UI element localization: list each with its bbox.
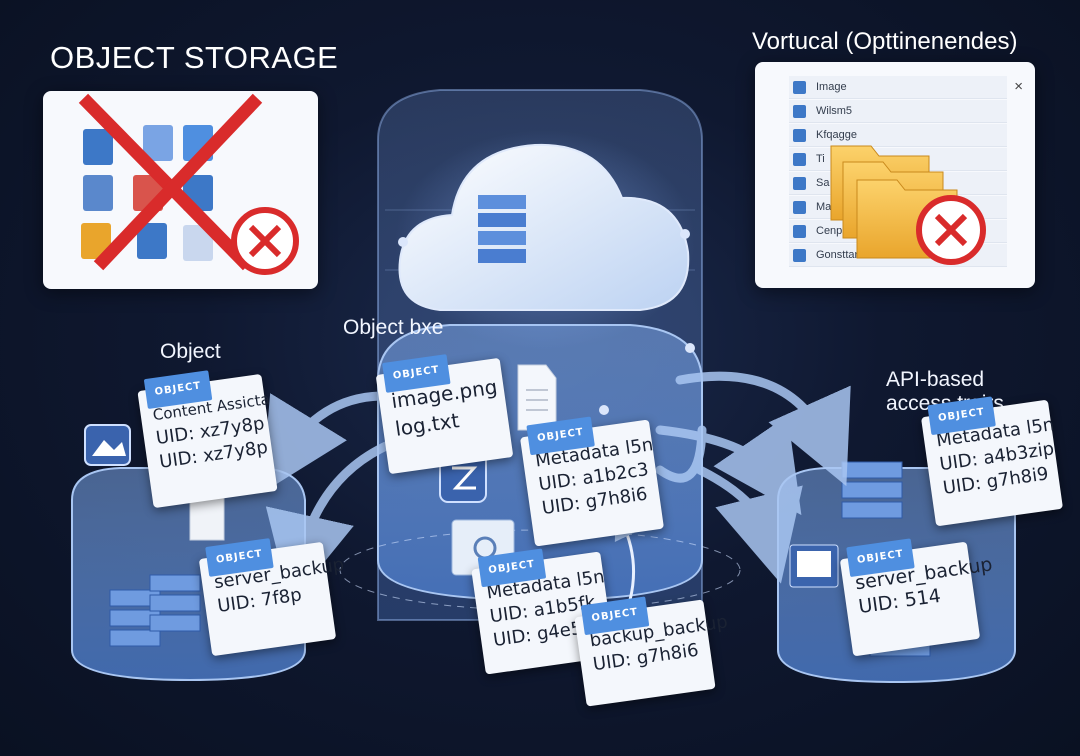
object-card-right-bottom[interactable]: OBJECT server_backup UID: 514 [839, 538, 994, 657]
file-icons-panel [43, 91, 318, 289]
object-card-center-top[interactable]: OBJECT image.png log.txt [375, 354, 514, 475]
list-item[interactable]: Image [789, 76, 1007, 99]
object-card-left-top[interactable]: OBJECT Content Assicta UID: xz7y8p UID: … [137, 370, 278, 509]
main-title: OBJECT STORAGE [50, 40, 339, 75]
list-item-label: Gonsttane [816, 249, 867, 261]
list-item-label: Sa [816, 177, 830, 189]
object-card-left-bottom[interactable]: OBJECT server_backup UID: 7f8p [198, 538, 345, 657]
document-icon [517, 364, 557, 431]
image-file-icon [84, 424, 131, 466]
file-icon [793, 176, 806, 190]
top-right-title: Vortucal (Opttinenendes) [752, 28, 1018, 55]
file-type-icons [81, 125, 213, 261]
red-cross-icon [78, 93, 263, 271]
error-circle-icon [231, 207, 299, 275]
object-label: Object [160, 340, 221, 363]
file-icon [793, 152, 806, 166]
list-item-label: Image [816, 81, 847, 93]
list-item-label: Wilsm5 [816, 105, 853, 117]
folder-icon [830, 145, 986, 265]
object-box-label: Object bxe [343, 316, 444, 339]
error-circle-icon [916, 195, 986, 265]
flow-arrows [261, 371, 851, 604]
list-item[interactable]: Wilsm5 [789, 100, 1007, 123]
file-icon [793, 248, 806, 262]
list-item-label: Ti [816, 153, 825, 165]
file-icons-grid [78, 93, 299, 275]
file-icon [793, 104, 806, 118]
file-icon [793, 80, 806, 94]
decorative-dots [398, 229, 695, 415]
list-item-label: Kfqagge [816, 129, 857, 141]
file-icon [793, 224, 806, 238]
cloud-icon [395, 130, 695, 350]
file-list-panel: × Image Wilsm5 Kfqagge Ti Sa Matado Cenp… [755, 62, 1035, 288]
file-icon [793, 200, 806, 214]
file-icon [793, 128, 806, 142]
object-card-right-top[interactable]: OBJECT Metadata l5n UID: a4b3zip UID: g7… [920, 396, 1064, 527]
close-icon[interactable]: × [1014, 78, 1023, 95]
object-card-center-mid[interactable]: OBJECT Metadata l5n UID: a1b2c3 UID: g7h… [519, 416, 665, 547]
object-card-center-bottom[interactable]: OBJECT backup_backup UID: g7h8i6 [574, 596, 729, 707]
list-item[interactable]: Kfqagge [789, 124, 1007, 147]
